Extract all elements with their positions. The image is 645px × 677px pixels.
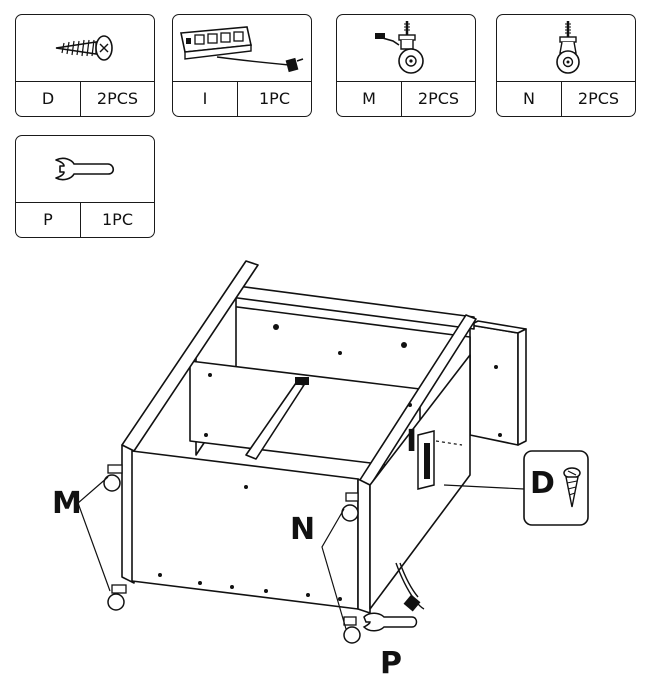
part-code: M bbox=[337, 81, 402, 116]
part-box-i: I 1PC bbox=[172, 14, 312, 117]
part-image-d bbox=[16, 15, 154, 82]
caster-m-front bbox=[103, 464, 123, 492]
callout-n: N bbox=[290, 512, 315, 547]
part-label-row: P 1PC bbox=[16, 201, 154, 237]
cabinet-assembly-illustration: M N I D P bbox=[52, 260, 589, 677]
right-front-post bbox=[357, 478, 371, 614]
part-label-row: I 1PC bbox=[173, 80, 311, 116]
wrench-icon bbox=[362, 612, 418, 632]
front-panel bbox=[131, 450, 359, 610]
part-label-row: M 2PCS bbox=[337, 80, 475, 116]
caster-m-rear bbox=[107, 584, 127, 611]
screw-icon bbox=[55, 35, 113, 62]
caster-n-rear bbox=[343, 616, 361, 644]
installed-power-strip bbox=[417, 430, 435, 490]
part-label-row: N 2PCS bbox=[497, 80, 635, 116]
part-label-row: D 2PCS bbox=[16, 80, 154, 116]
callout-i: I bbox=[406, 424, 417, 459]
part-image-i bbox=[173, 15, 311, 82]
part-image-m bbox=[337, 15, 475, 82]
screw-icon bbox=[563, 467, 581, 508]
part-qty: 1PC bbox=[259, 89, 290, 109]
part-qty: 1PC bbox=[102, 210, 133, 230]
drawer-box-side bbox=[517, 328, 527, 446]
part-code: I bbox=[173, 81, 238, 116]
part-qty: 2PCS bbox=[417, 89, 460, 109]
part-box-p: P 1PC bbox=[15, 135, 155, 238]
brake-caster-icon bbox=[375, 21, 424, 75]
part-box-d: D 2PCS bbox=[15, 14, 155, 117]
part-box-n: N 2PCS bbox=[496, 14, 636, 117]
part-image-p bbox=[16, 136, 154, 203]
part-box-m: M 2PCS bbox=[336, 14, 476, 117]
callout-p: P bbox=[380, 646, 402, 677]
callout-d: D bbox=[530, 466, 555, 501]
power-strip-icon bbox=[180, 26, 304, 73]
callout-m: M bbox=[52, 486, 82, 521]
part-qty: 2PCS bbox=[577, 89, 620, 109]
wrench-icon bbox=[55, 157, 115, 181]
part-qty: 2PCS bbox=[96, 89, 139, 109]
part-code: P bbox=[16, 202, 81, 237]
caster-icon bbox=[556, 21, 580, 75]
part-code: D bbox=[16, 81, 81, 116]
part-code: N bbox=[497, 81, 562, 116]
part-image-n bbox=[497, 15, 635, 82]
left-front-post bbox=[121, 444, 135, 584]
drawer-box bbox=[469, 324, 519, 446]
